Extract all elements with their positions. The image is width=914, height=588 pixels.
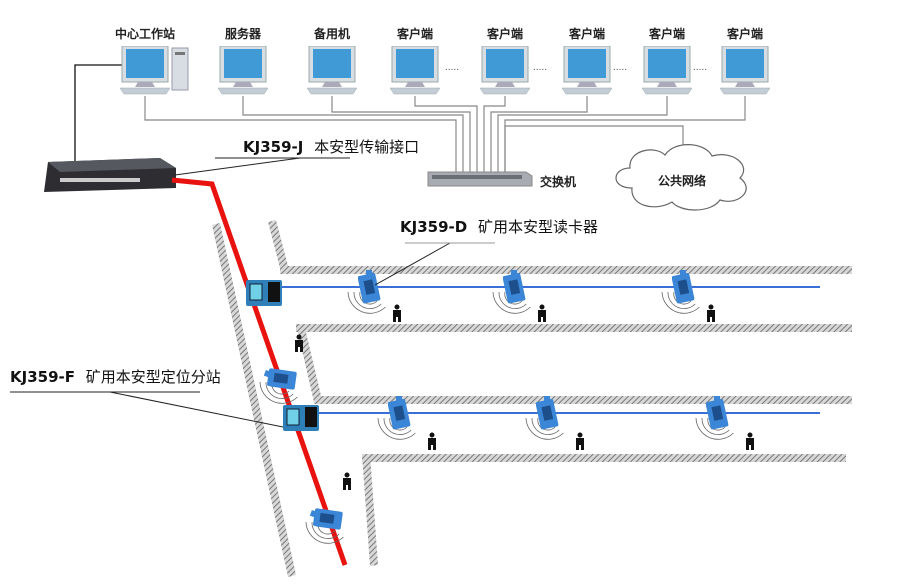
cloud-icon	[615, 144, 747, 211]
tunnel-walls	[212, 220, 852, 577]
computer-label: 备用机	[313, 26, 350, 41]
trunk-cable	[171, 177, 348, 566]
card-reader	[305, 472, 351, 544]
miner-icon	[428, 432, 436, 450]
substation-name: 矿用本安型定位分站	[86, 368, 221, 386]
computer-label: 服务器	[225, 26, 262, 41]
miner-icon	[343, 472, 351, 490]
computer-8: 客户端	[720, 26, 770, 95]
ellipsis: .....	[693, 63, 707, 73]
monitor-icon	[480, 46, 530, 95]
positioning-substation-1	[246, 279, 282, 307]
computer-1: 中心工作站	[115, 26, 175, 95]
svg-text:KJ359-D 矿用本安型读卡器: KJ359-D 矿用本安型读卡器	[400, 218, 598, 236]
computer-4: 客户端	[390, 26, 440, 95]
ellipsis: .....	[533, 63, 547, 73]
card-reader	[377, 396, 436, 450]
cloud-label: 公共网络	[658, 173, 706, 188]
miner-icon	[393, 304, 401, 322]
monitor-icon	[720, 46, 770, 95]
computer-2: 服务器	[218, 26, 268, 95]
workstation-tower-icon	[171, 47, 189, 91]
monitor-icon	[218, 46, 268, 95]
computer-label: 客户端	[726, 26, 763, 41]
computer-3: 备用机	[307, 26, 357, 95]
reader-model: KJ359-D	[400, 218, 467, 236]
substation-model: KJ359-F	[10, 368, 75, 386]
card-reader	[259, 334, 303, 404]
computer-6: 客户端	[562, 26, 612, 95]
miner-icon	[707, 304, 715, 322]
card-reader	[695, 396, 754, 450]
ellipsis: .....	[445, 63, 459, 73]
monitor-icon	[307, 46, 357, 95]
interface-model: KJ359-J	[243, 138, 303, 156]
monitor-icon	[120, 46, 170, 95]
reader-name: 矿用本安型读卡器	[478, 218, 598, 236]
computer-label: 客户端	[396, 26, 433, 41]
reader-icon	[260, 361, 301, 396]
network-cables	[144, 96, 746, 172]
switch-label: 交换机	[540, 174, 576, 189]
computer-label: 客户端	[648, 26, 685, 41]
svg-text:KJ359-F 矿用本安型定位分站: KJ359-F 矿用本安型定位分站	[10, 368, 221, 386]
transmission-interface-device	[44, 158, 176, 192]
monitor-icon	[390, 46, 440, 95]
card-reader	[525, 396, 584, 450]
switch-icon	[427, 171, 533, 187]
workstation-link	[74, 64, 122, 165]
ellipsis: .....	[613, 63, 627, 73]
miner-icon	[576, 432, 584, 450]
interface-name: 本安型传输接口	[314, 138, 419, 156]
computer-label: 客户端	[568, 26, 605, 41]
card-reader	[347, 270, 401, 322]
card-reader	[661, 270, 715, 322]
monitor-icon	[642, 46, 692, 95]
computer-5: 客户端	[480, 26, 530, 95]
positioning-substation-2	[283, 404, 319, 432]
card-reader	[492, 270, 546, 322]
computer-label: 中心工作站	[115, 26, 175, 41]
computer-label: 客户端	[486, 26, 523, 41]
svg-text:KJ359-J 本安型传输接口: KJ359-J 本安型传输接口	[243, 138, 419, 156]
monitor-icon	[562, 46, 612, 95]
miner-icon	[746, 432, 754, 450]
computer-7: 客户端	[642, 26, 692, 95]
miner-icon	[538, 304, 546, 322]
